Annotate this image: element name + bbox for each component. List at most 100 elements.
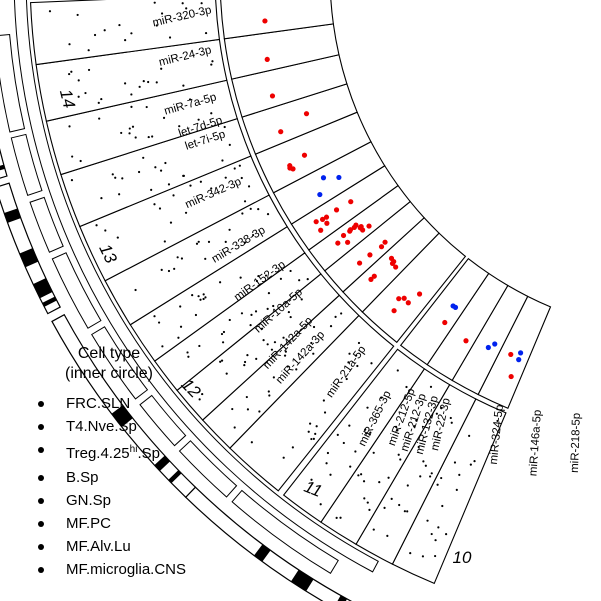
expression-dot [284, 350, 287, 353]
legend-label: MF.microglia.CNS [66, 561, 187, 579]
expression-dot [153, 1, 156, 4]
legend-item-mf-alv: MF.Alv.Lu [34, 535, 234, 558]
expression-dot [326, 451, 330, 455]
cell-type-point-red [269, 93, 276, 99]
legend-title-line1: Cell type [77, 345, 141, 362]
expression-dot [355, 354, 358, 357]
expression-dot [335, 516, 338, 519]
expression-dot [272, 304, 275, 308]
expression-dot [349, 465, 352, 468]
expression-dot [440, 406, 443, 409]
cell-type-point-blue [450, 303, 456, 309]
expression-dot [177, 336, 180, 339]
expression-dot [155, 81, 158, 84]
expression-dot [345, 377, 348, 381]
expression-dot [71, 155, 74, 158]
expression-dot [194, 313, 198, 317]
cell-type-point-red [335, 240, 341, 246]
outer-track-panel [30, 0, 221, 66]
expression-dot [289, 269, 292, 273]
expression-dot [231, 407, 234, 411]
expression-dot [360, 473, 363, 476]
expression-dot [197, 295, 200, 298]
chromosome-label: 11 [301, 477, 324, 501]
expression-dot [243, 364, 246, 367]
cell-type-point-red [323, 214, 330, 220]
expression-dot [262, 339, 265, 342]
expression-dot [289, 315, 292, 319]
expression-dot [282, 336, 285, 339]
expression-dot [200, 2, 203, 5]
expression-dot [300, 298, 303, 301]
expression-dot [145, 105, 148, 109]
expression-dot [179, 305, 182, 308]
legend-label-suffix: .Sp [137, 445, 160, 463]
expression-dot [380, 396, 383, 399]
expression-dot [155, 24, 158, 27]
cell-type-point-red [396, 296, 402, 302]
expression-dot [162, 116, 166, 119]
expression-dot [178, 125, 181, 128]
expression-dot [241, 212, 244, 215]
expression-dot [68, 43, 71, 46]
expression-dot [68, 72, 71, 76]
expression-dot [434, 539, 437, 542]
expression-dot [197, 118, 200, 121]
expression-dot [419, 475, 422, 478]
bullet-icon [38, 474, 44, 481]
expression-dot [207, 240, 211, 243]
cell-type-point-red [391, 308, 397, 314]
cell-type-point-red [345, 239, 351, 245]
expression-dot [434, 554, 437, 558]
expression-dot [270, 348, 274, 351]
chromosome-band [0, 164, 5, 171]
expression-dot [93, 33, 97, 37]
expression-dot [98, 117, 101, 120]
expression-dot [383, 506, 386, 510]
expression-dot [182, 174, 186, 177]
expression-dot [243, 360, 247, 364]
expression-dot [210, 112, 213, 115]
expression-dot [240, 312, 244, 315]
expression-dot [329, 473, 332, 476]
expression-dot [160, 268, 163, 271]
expression-dot [243, 241, 247, 244]
expression-dot [312, 352, 315, 355]
bullet-icon [38, 521, 44, 528]
expression-dot [325, 462, 328, 465]
cell-type-point-red [393, 264, 399, 270]
expression-dot [142, 80, 145, 83]
expression-dot [147, 135, 150, 139]
expression-dot [342, 441, 345, 445]
expression-dot [142, 156, 145, 159]
expression-dot [220, 332, 224, 336]
cell-type-point-red [264, 56, 270, 63]
expression-dot [223, 125, 226, 129]
expression-dot [250, 441, 253, 444]
cell-type-point-red [278, 129, 284, 135]
cell-type-point-blue [317, 191, 323, 198]
expression-dot [397, 453, 400, 456]
expression-dot [104, 229, 107, 232]
legend-item-b: B.Sp [34, 466, 234, 489]
expression-dot [95, 224, 98, 227]
expression-dot [403, 510, 406, 513]
expression-dot [450, 421, 453, 424]
chromosome-band [337, 595, 348, 601]
expression-dot [204, 31, 208, 35]
expression-dot [97, 101, 100, 104]
expression-dot [153, 203, 156, 206]
cell-type-point-red [508, 351, 514, 358]
cell-type-point-blue [485, 344, 491, 351]
chromosome-band [154, 455, 171, 471]
expression-dot [247, 185, 251, 188]
expression-dot [291, 446, 294, 449]
outer-track-segment [0, 33, 26, 133]
expression-dot [386, 534, 389, 538]
outer-track-segment [178, 440, 238, 498]
expression-dot [368, 433, 371, 436]
outer-track-segment [10, 133, 43, 196]
expression-dot [157, 321, 161, 324]
cell-type-point-blue [336, 174, 342, 181]
